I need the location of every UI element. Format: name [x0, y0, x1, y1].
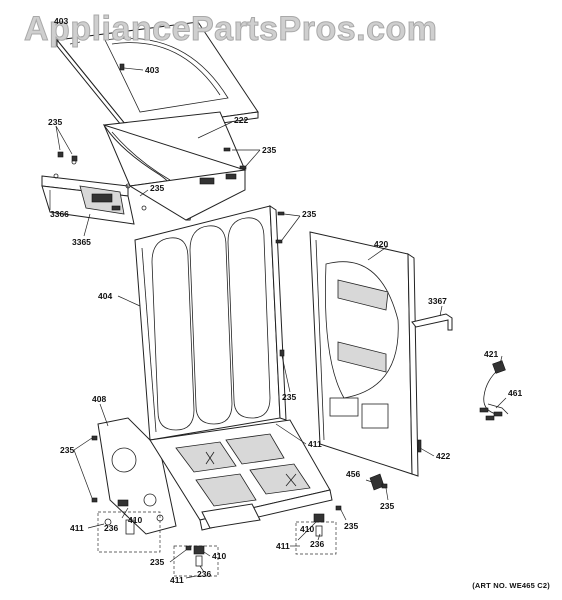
backsplash-part[interactable]	[102, 111, 247, 221]
power-cord-part[interactable]	[479, 360, 509, 421]
screw-422-part[interactable]	[417, 439, 422, 453]
callout-408: 408	[92, 394, 107, 404]
leveling-leg-left[interactable]	[97, 499, 161, 553]
callout-235-console: 235	[48, 117, 63, 127]
leader-lines	[49, 67, 507, 579]
callout-3365: 3365	[72, 237, 91, 247]
callout-410-left: 410	[128, 515, 143, 525]
rod-part[interactable]	[411, 313, 453, 331]
callout-410-center: 410	[212, 551, 227, 561]
art-number: (ART NO. WE465 C2)	[472, 581, 550, 590]
callout-235-backsplash: 235	[262, 145, 277, 155]
cabinet-part[interactable]	[134, 205, 287, 441]
callout-236-center: 236	[197, 569, 212, 579]
callout-410-right: 410	[300, 524, 315, 534]
callout-235-cabinet-top: 235	[302, 209, 317, 219]
callout-411-center: 411	[170, 575, 184, 585]
callout-422: 422	[436, 451, 451, 461]
callout-420: 420	[374, 239, 389, 249]
callout-235-board: 235	[150, 183, 165, 193]
callout-461: 461	[508, 388, 523, 398]
callout-411-right: 411	[276, 541, 290, 551]
callout-235-clip: 235	[380, 501, 395, 511]
callout-411-left: 411	[70, 523, 84, 533]
callout-403-top-cover: 403	[54, 16, 69, 26]
callout-3367: 3367	[428, 296, 447, 306]
callout-236-left: 236	[104, 523, 119, 533]
callout-3366: 3366	[50, 209, 69, 219]
callout-235-center: 235	[150, 557, 165, 567]
callout-235-cabinet-side: 235	[282, 392, 297, 402]
callout-236-right: 236	[310, 539, 325, 549]
callout-456: 456	[346, 469, 361, 479]
callout-404: 404	[98, 291, 113, 301]
callout-403-screw: 403	[145, 65, 160, 75]
control-board-part[interactable]	[41, 159, 147, 225]
callout-222: 222	[234, 115, 249, 125]
callout-421: 421	[484, 349, 499, 359]
callout-235-bracket: 235	[60, 445, 75, 455]
callout-411-cabinet: 411	[308, 439, 322, 449]
screws-235[interactable]	[57, 63, 388, 551]
base-part[interactable]	[149, 419, 333, 531]
callout-235-base-right: 235	[344, 521, 359, 531]
front-panel-part[interactable]	[309, 231, 419, 477]
